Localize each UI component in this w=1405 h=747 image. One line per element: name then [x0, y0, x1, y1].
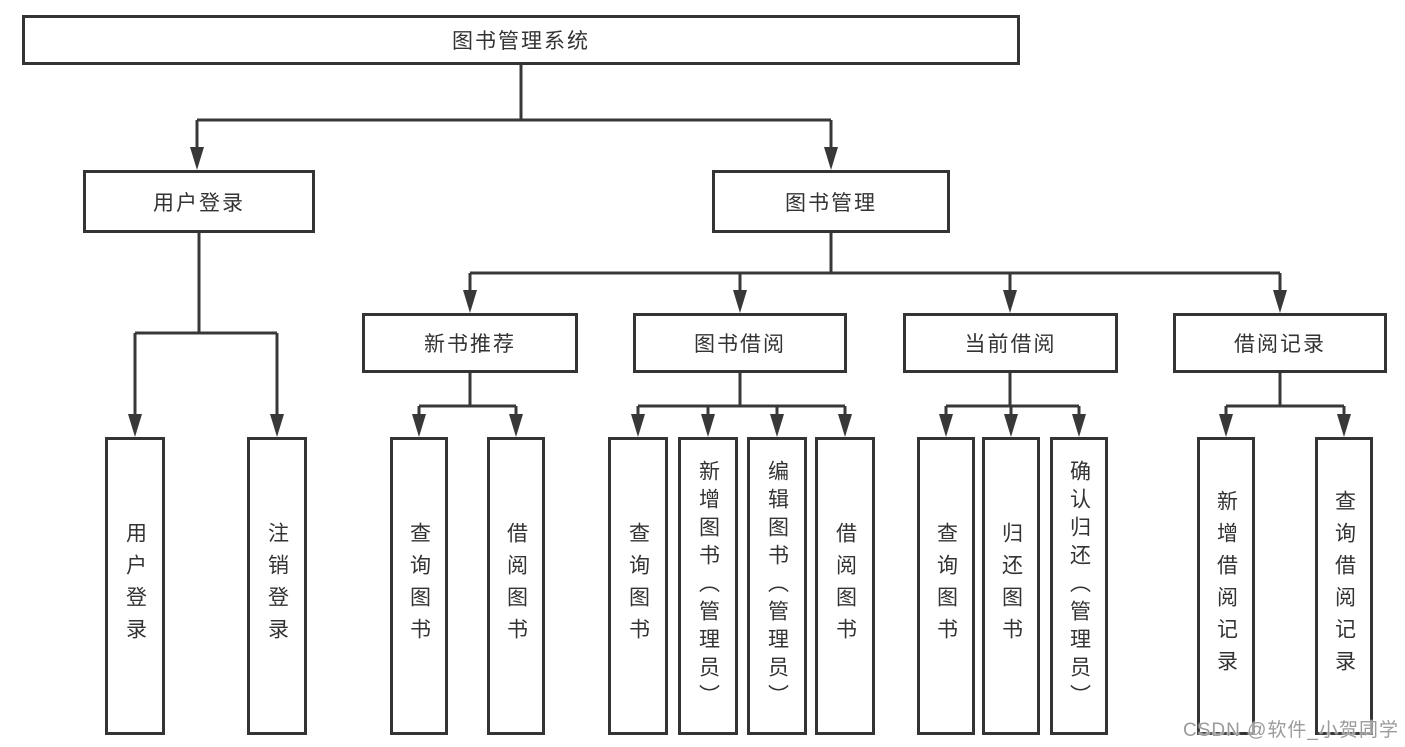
arrowhead	[128, 414, 142, 437]
arrowhead	[1273, 290, 1287, 313]
node-book-management: 图书管理	[712, 170, 950, 233]
arrowhead	[701, 414, 715, 437]
leaf-confirm-return-admin: 确认归还（管理员）	[1050, 437, 1108, 735]
leaf-logout: 注销登录	[247, 437, 307, 735]
node-label: 用户登录	[153, 191, 245, 215]
arrowhead	[1003, 290, 1017, 313]
leaf-add-borrow-record: 新增借阅记录	[1197, 437, 1255, 735]
leaf-label: 注销登录	[265, 522, 289, 650]
node-book-borrow: 图书借阅	[633, 313, 847, 373]
arrowhead	[190, 147, 204, 170]
node-borrow-record: 借阅记录	[1173, 313, 1387, 373]
node-label: 当前借阅	[964, 333, 1057, 356]
node-label: 新书推荐	[424, 333, 516, 356]
arrowhead	[412, 414, 426, 437]
node-label: 图书管理系统	[452, 30, 590, 53]
arrowhead	[770, 414, 784, 437]
arrowhead	[1219, 414, 1233, 437]
csdn-watermark: CSDN @软件_小贺同学	[1183, 720, 1399, 741]
node-label: 图书借阅	[694, 333, 786, 356]
arrowhead	[270, 414, 284, 437]
arrowhead	[1004, 414, 1018, 437]
leaf-label: 用户登录	[123, 522, 147, 650]
leaf-label: 新增借阅记录	[1214, 490, 1238, 682]
connector-bookborrow-to-leaves	[631, 373, 852, 437]
leaf-label: 借阅图书	[833, 522, 857, 650]
leaf-add-books-admin: 新增图书（管理员）	[678, 437, 738, 735]
leaf-label: 借阅图书	[504, 522, 528, 650]
leaf-label: 查询图书	[934, 522, 958, 650]
leaf-label: 归还图书	[999, 522, 1023, 650]
leaf-query-books: 查询图书	[608, 437, 668, 735]
node-label: 借阅记录	[1234, 333, 1326, 356]
connector-newbook-to-leaves	[412, 373, 523, 437]
arrowhead	[463, 290, 477, 313]
leaf-edit-books-admin: 编辑图书（管理员）	[747, 437, 807, 735]
node-current-borrow: 当前借阅	[903, 313, 1118, 373]
node-label: 图书管理	[785, 191, 877, 215]
connector-root-to-level2	[190, 65, 838, 170]
arrowhead	[631, 414, 645, 437]
leaf-query-books: 查询图书	[917, 437, 975, 735]
leaf-label: 查询图书	[407, 522, 431, 650]
arrowhead	[509, 414, 523, 437]
arrowhead	[939, 414, 953, 437]
leaf-label: 查询图书	[626, 522, 650, 650]
leaf-borrow-books: 借阅图书	[487, 437, 545, 735]
arrowhead	[824, 147, 838, 170]
leaf-return-books: 归还图书	[982, 437, 1040, 735]
connector-curborrow-to-leaves	[939, 373, 1086, 437]
leaf-label: 确认归还（管理员）	[1067, 460, 1091, 712]
leaf-query-borrow-record: 查询借阅记录	[1315, 437, 1373, 735]
leaf-query-books: 查询图书	[390, 437, 448, 735]
arrowhead	[1337, 414, 1351, 437]
arrowhead	[1072, 414, 1086, 437]
connector-borrowrec-to-leaves	[1219, 373, 1351, 437]
connector-userlogin-to-leaves	[128, 233, 284, 437]
node-new-book-recommend: 新书推荐	[362, 313, 578, 373]
arrowhead	[733, 290, 747, 313]
node-user-login: 用户登录	[83, 170, 315, 233]
leaf-label: 查询借阅记录	[1332, 490, 1356, 682]
leaf-user-login: 用户登录	[105, 437, 165, 735]
node-library-system: 图书管理系统	[22, 15, 1020, 65]
arrowhead	[838, 414, 852, 437]
leaf-borrow-books: 借阅图书	[815, 437, 875, 735]
connector-bookmgmt-to-level3	[463, 233, 1287, 313]
leaf-label: 新增图书（管理员）	[696, 460, 720, 712]
leaf-label: 编辑图书（管理员）	[765, 460, 789, 712]
